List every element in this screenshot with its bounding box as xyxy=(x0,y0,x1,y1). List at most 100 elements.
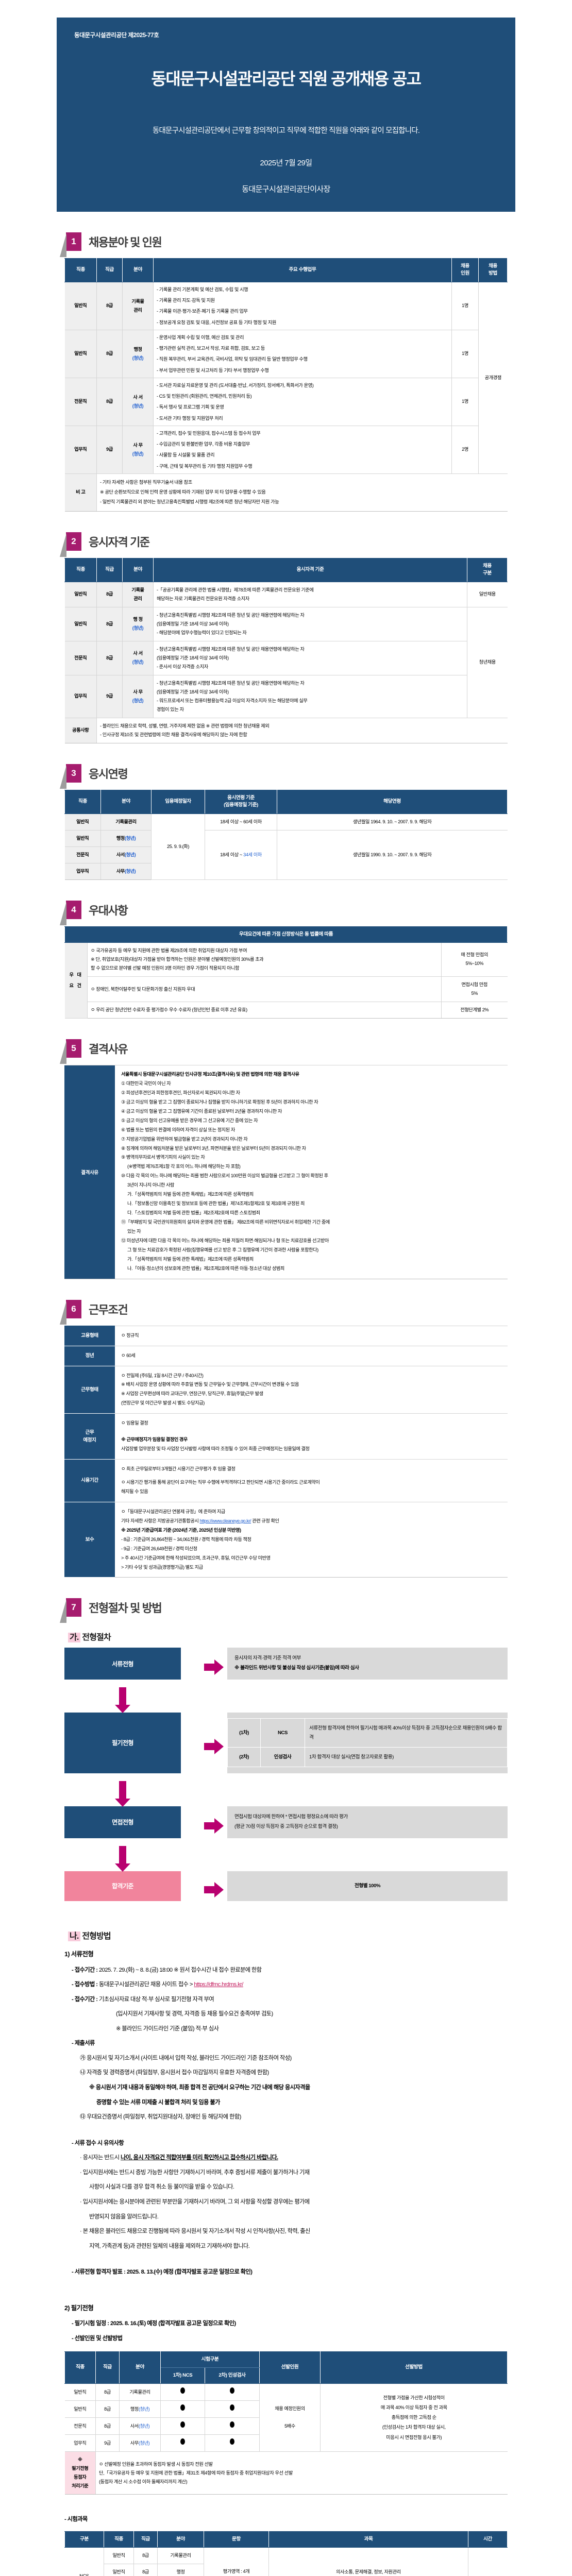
duty-item: - 수입금관리 및 환불반환 업무, 각종 비용 지출업무 xyxy=(157,442,250,447)
doc-notice-item: · 입사지원서에는 응시분야에 관련된 부분만을 기재하시기 바라며, 그 외 … xyxy=(80,2198,310,2205)
subsection-title-a: 전형절차 xyxy=(82,1633,111,1642)
section-number-2: 2 xyxy=(60,532,81,557)
arrow-right-icon xyxy=(181,1713,227,1773)
duty-item: - 도서관 자료실 자료운영 및 관리 (도서대출·반납, 서가정리, 장서배가… xyxy=(157,382,314,388)
cell-preference-score: 전형단계별 2% xyxy=(441,1002,508,1019)
written-select-title: - 선발인원 및 선발방법 xyxy=(72,2335,123,2342)
cover-signer: 동대문구시설관리공단이사장 xyxy=(242,185,330,194)
doc-notice-item-cont: 반영되지 않음을 알려드립니다. xyxy=(89,2213,159,2220)
condition-line: ※ 근무예정지가 임용일 결정인 경우 xyxy=(121,1437,188,1443)
col-job-grade: 직급 xyxy=(133,2531,158,2548)
section-number-1: 1 xyxy=(60,232,81,257)
cell-field: 사 서(청년) xyxy=(122,378,154,426)
cell-duties: - 운영사업 계획 수립 및 이행, 예산 검토 및 관리 - 평가관련 실적 … xyxy=(153,330,452,378)
duty-item: - 기록물 이관·평가·보존·폐기 등 기록물 관리 업무 xyxy=(157,309,248,314)
flow-connector xyxy=(64,1838,508,1872)
cell-field: 사서(청년) xyxy=(119,2417,161,2435)
filled-circle-icon xyxy=(180,2387,185,2394)
cell-personality-mark xyxy=(205,2383,260,2401)
cell-job-grade: 8급 xyxy=(133,2564,158,2576)
cell-ncs-mark xyxy=(160,2383,205,2401)
table-row: 업무직 9급 사 무(청년) - 청년고용촉진특별법 시행령 제2조에 따른 청… xyxy=(64,675,508,718)
section-title-6: 근무조건 xyxy=(89,1303,128,1316)
filled-circle-icon xyxy=(230,2421,234,2428)
cell-job-type: 일반직 xyxy=(64,830,101,847)
cover-date: 2025년 7월 29일 xyxy=(260,159,313,167)
cell-tiebreak-key: ※ 필기전형 동점자 처리기준 xyxy=(64,2451,96,2495)
col-job-type: 직종 xyxy=(104,2531,134,2548)
cell-preference-text: ㅇ 장애인, 북한이탈주민 및 다문화가정 출신 지원자 우대 xyxy=(87,976,442,1003)
table-common-row: 공통사항 - 블라인드 채용으로 학력, 성별, 연령, 거주지에 제한 없음 … xyxy=(64,718,508,743)
cell-job-type: 일반직 xyxy=(64,814,101,831)
disqualification-cont: 3년이 지나지 아니한 사람 xyxy=(127,1182,174,1188)
disqualification-cont: 그 형 또는 치료감호가 확정된 사람(집행유예를 선고 받은 후 그 집행유예… xyxy=(127,1247,318,1252)
col-select-method: 선발방법 xyxy=(320,2351,508,2384)
subject-block: - 시험과목 xyxy=(64,2512,508,2527)
selection-flow-chart: 서류전형 응시자의 자격·경력 기준 적격 여부 ※ 블라인드 위반사항 및 불… xyxy=(64,1648,508,1901)
cell-field: 사무(청년) xyxy=(100,863,152,880)
cell-job-type: 일반직 xyxy=(64,2383,96,2401)
filled-circle-icon xyxy=(180,2438,185,2445)
method-line: 총득점에 의한 고득점 순 xyxy=(391,2415,436,2420)
col-field: 분야 xyxy=(157,2531,204,2548)
cell-job-grade: 8급 xyxy=(96,607,123,641)
cell-job-type: 일반직 xyxy=(64,607,97,641)
preference-table-header: 우대요건에 따른 가점 산정방식은 동 법률에 따름 xyxy=(64,926,508,943)
cell-stage: (2차) xyxy=(227,1747,261,1768)
disqualification-item: ⑨ 병역의무자로서 병역기피의 사실이 있는 자 xyxy=(121,1155,205,1160)
application-site-link[interactable]: https://dfmc.hrdms.kr/ xyxy=(194,1981,243,1988)
condition-line: ㅇ 임용일 결정 xyxy=(121,1420,148,1426)
disqualification-body: 서울특별시 동대문구시설관리공단 인사규정 제10조(결격사유) 및 관련 법령… xyxy=(115,1065,508,1279)
disqualification-item: ⑥ 법률 또는 법원의 판결에 의하여 자격이 상실 또는 정지된 자 xyxy=(121,1127,235,1132)
qual-line: (임용예정일 기준 18세 이상 34세 이하) xyxy=(157,621,229,626)
remark-item: ※ 공단 순환보직으로 인해 인력 운영 상황에 따라 기재된 업무 외 타 업… xyxy=(100,489,266,495)
doc-submit-note-cont: 증명할 수 있는 서류 미제출 시 불합격 처리 및 임용 불가 xyxy=(96,2099,220,2106)
cell-preference-key: 우 대 요 건 xyxy=(64,942,88,1019)
disqualification-item: ⑫ 미성년자에 대한 다음 각 목의 어느 하나에 해당하는 죄를 저질러 파면… xyxy=(121,1238,329,1243)
doc-line-blind-note: ※ 블라인드 가이드라인 기준 (붙임) 적·부 심사 xyxy=(116,2025,219,2032)
cleaneye-link[interactable]: https://www.cleaneye.go.kr/ xyxy=(199,1518,251,1523)
disqualification-item: ① 대한민국 국민이 아닌 자 xyxy=(121,1080,171,1086)
cell-field: 기록물관리 xyxy=(100,814,152,831)
doc-submit-item: ㉮ 응시원서 및 자기소개서 (사이트 내에서 입력 작성, 블라인드 가이드라… xyxy=(80,2055,292,2061)
col-ncs: 1차) NCS xyxy=(160,2367,205,2384)
disqualification-sub: 가.「성폭력범죄의 처벌 등에 관한 특례법」제2조에 따른 성폭력범죄 xyxy=(127,1192,254,1197)
table-row: 전문직 8급 사 서(청년) - 도서관 자료실 자료운영 및 관리 (도서대출… xyxy=(64,378,508,426)
duty-item: - 기록물 관리 기본계획 및 예산 검토, 수립 및 시행 xyxy=(157,286,248,292)
cell-personality-mark xyxy=(205,2434,260,2452)
cell-job-type: 전문직 xyxy=(64,641,97,675)
table-row: 업무직 9급 사무(청년) xyxy=(64,2434,508,2452)
condition-line: > 주 40시간 기준급여에 한해 작성되었으며, 초과근무, 휴일, 야간근무… xyxy=(121,1555,271,1561)
cell-condition-value: ㅇ 임용일 결정 ※ 근무예정지가 임용일 결정인 경우 사업장별 업무분장 및… xyxy=(115,1413,508,1460)
table-header-row: 구분 직종 직급 분야 문항 과목 시간 xyxy=(64,2531,508,2548)
col-job-type: 직종 xyxy=(64,258,97,282)
duty-item: - 도서관 기타 행정 및 지원업무 처리 xyxy=(157,415,223,421)
cover-subtitle: 동대문구시설관리공단에서 근무할 창의적이고 직무에 적합한 직원을 아래와 같… xyxy=(152,127,420,135)
cell-condition-key: 보수 xyxy=(64,1502,115,1578)
cell-job-type: 전문직 xyxy=(64,846,101,863)
flow-label-interview: 면접전형 xyxy=(64,1806,181,1838)
doc-submit-title: - 제출서류 xyxy=(72,2040,95,2047)
cell-field: 행정(청년) xyxy=(122,330,154,378)
cell-field: 사서(청년) xyxy=(100,846,152,863)
duty-item: - 부서 업무관련 민원 및 사고처리 등 기타 부서 행정업무 수행 xyxy=(157,367,269,373)
cell-job-grade: 9급 xyxy=(95,2434,120,2452)
qual-line: - 청년고용촉진특별법 시행령 제2조에 따른 청년 및 공단 채용연령에 해당… xyxy=(157,646,305,652)
filled-circle-icon xyxy=(230,2387,234,2394)
table-row: 보수 ㅇ「동대문구시설관리공단 연봉제 규정」에 준하여 지급 기타 자세한 사… xyxy=(64,1501,508,1578)
col-personality: 2차) 인성검사 xyxy=(205,2367,260,2384)
table-row: 일반직 기록물관리 25. 9. 9.(화) 18세 이상 ~ 60세 이하 생… xyxy=(64,814,508,880)
doc-notice-item: · 입사지원서에는 반드시 증빙 가능한 사항만 기재하시기 바라며, 추후 증… xyxy=(80,2169,310,2176)
qual-line: - 워드프로세서 또는 컴퓨터활용능력 2급 이상의 자격소지자 또는 해당분야… xyxy=(157,698,308,703)
table-row: 전문직 8급 사서(청년) xyxy=(64,2417,508,2435)
disqualification-item: ④ 금고 이상의 형을 받고 그 집행유예 기간이 종료된 날로부터 2년을 경… xyxy=(121,1108,282,1114)
cell-job-grade: 8급 xyxy=(95,2400,120,2418)
condition-line: ㅇ 시용기간 평가를 통해 공단이 요구하는 직무 수행에 부적격하다고 판단되… xyxy=(121,1480,320,1485)
cell-method: 공개경쟁 xyxy=(478,282,508,474)
